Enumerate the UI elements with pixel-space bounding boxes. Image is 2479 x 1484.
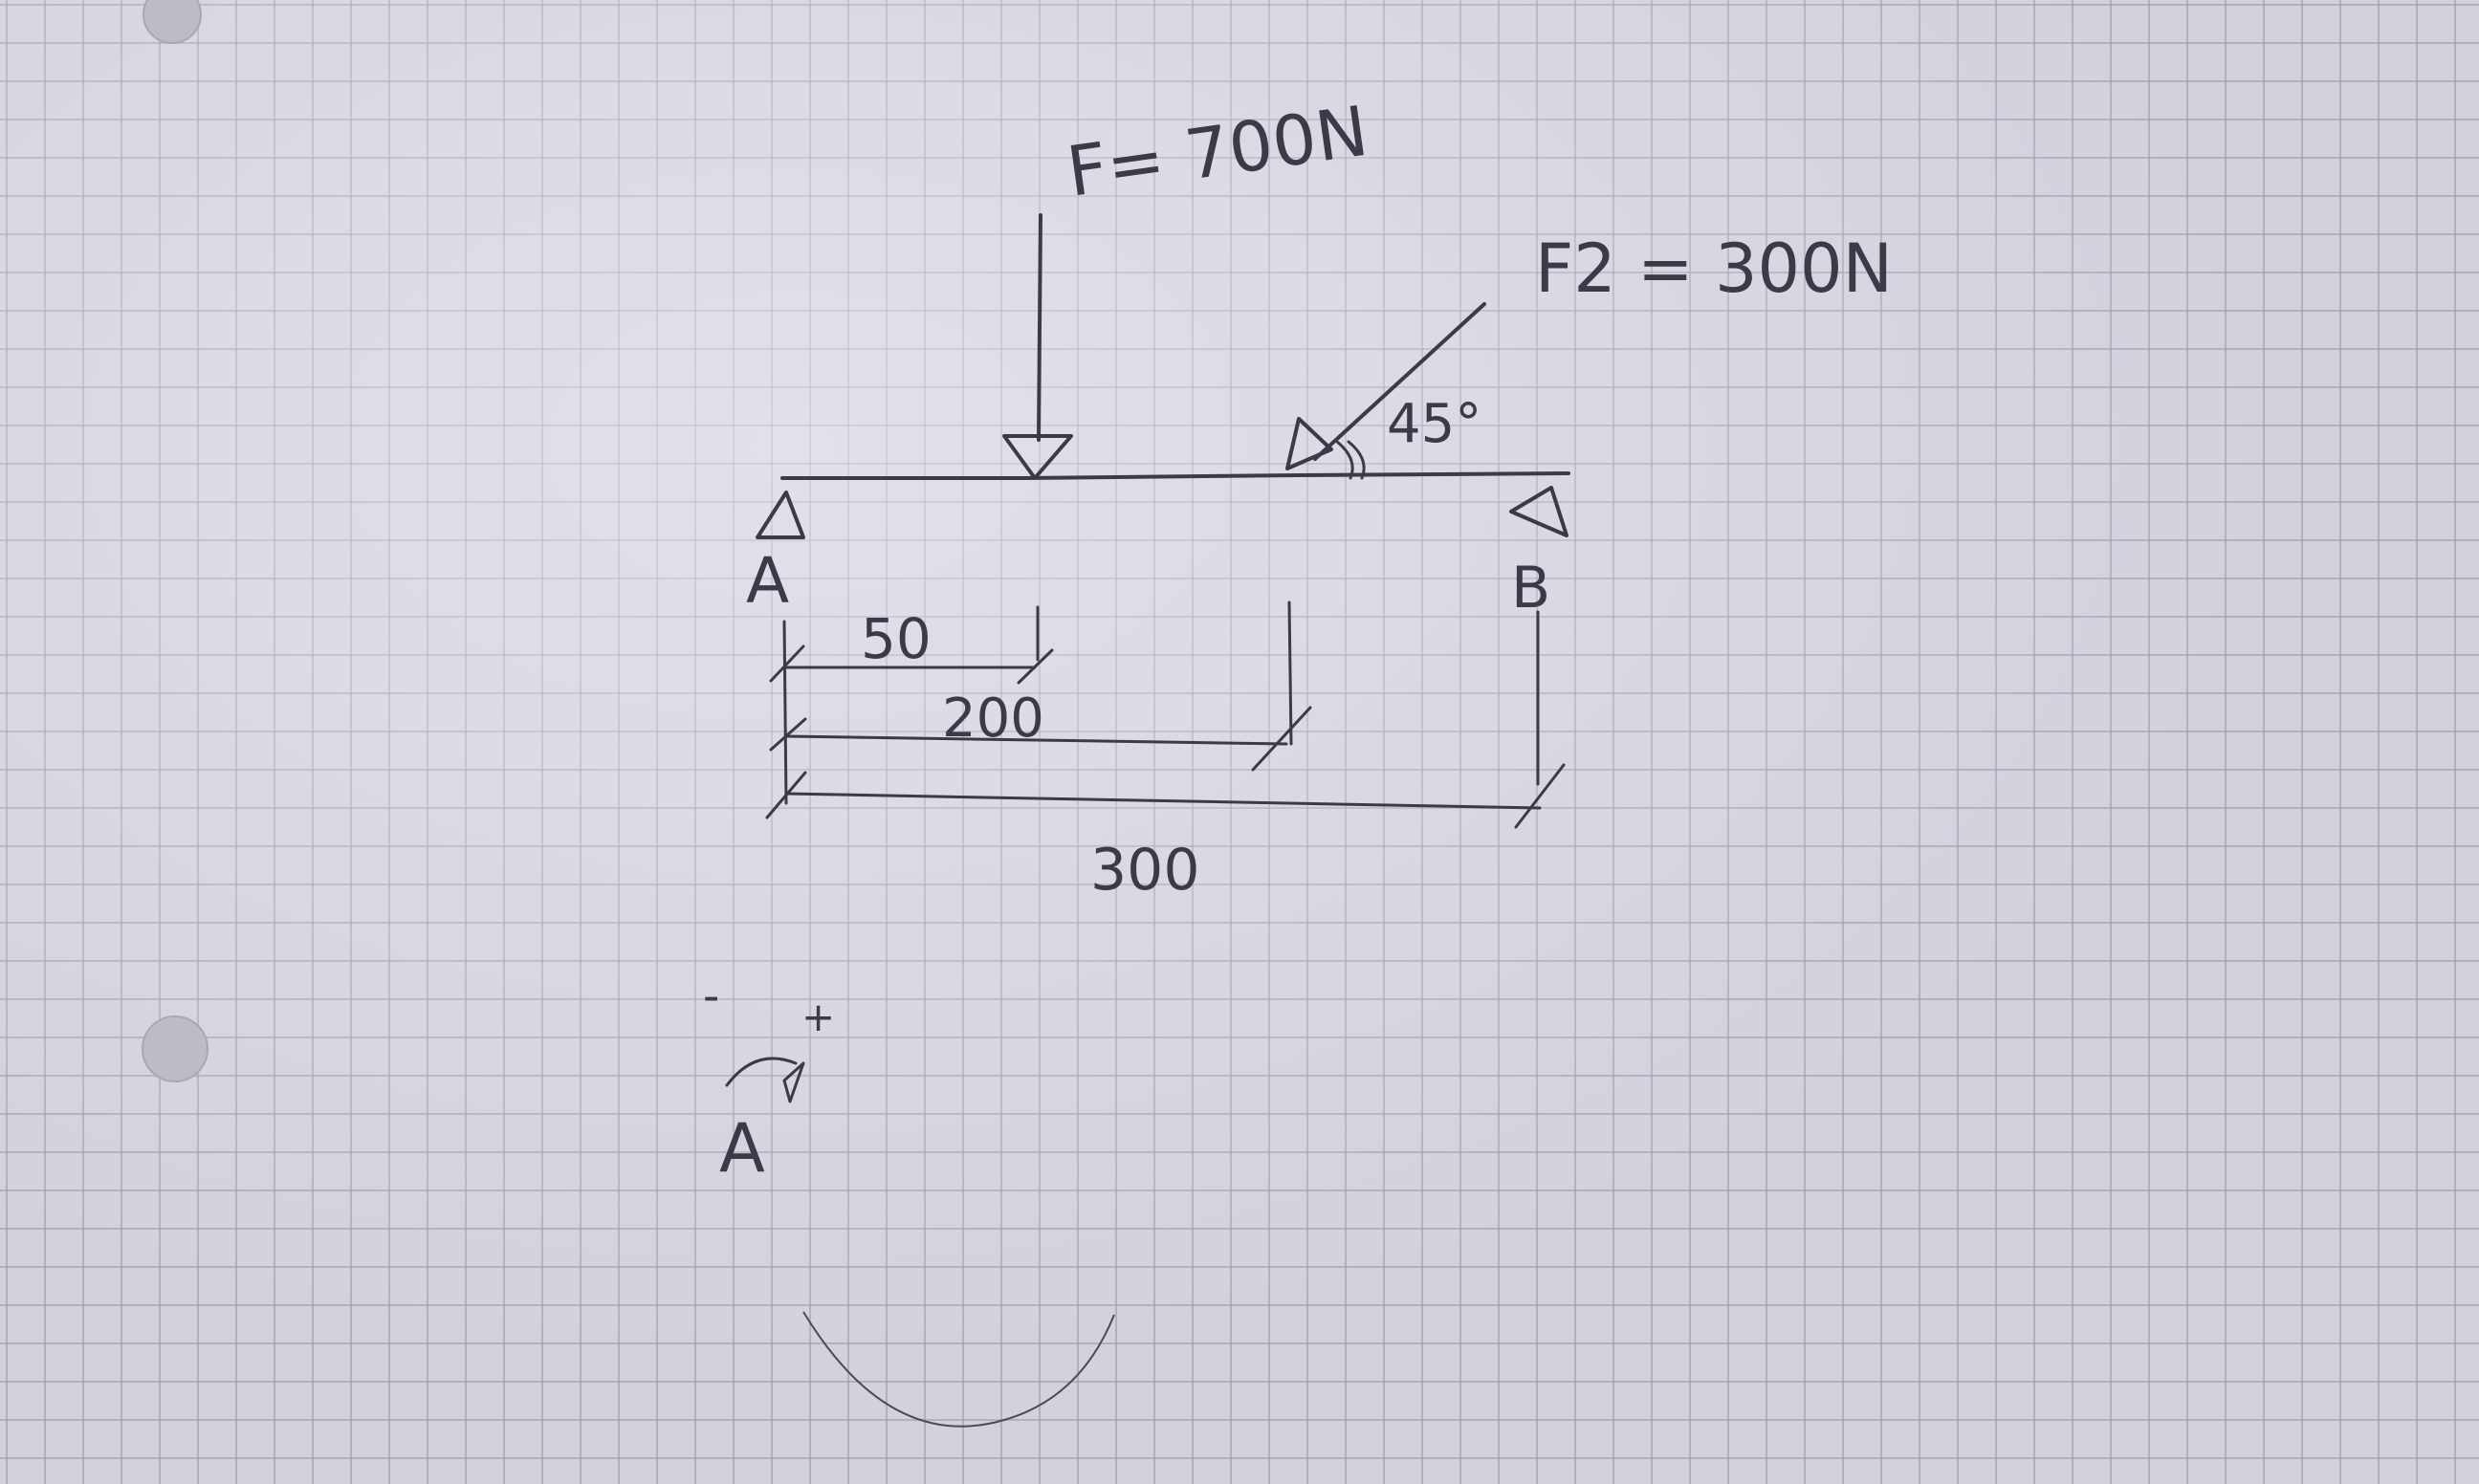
punch-hole-middle [142, 1015, 208, 1082]
force-f2-arrowhead [1285, 417, 1333, 470]
sign-plus: + [801, 993, 835, 1040]
sign-minus: - [703, 970, 719, 1023]
beam-line [780, 471, 1570, 480]
dim-extension-a [782, 620, 788, 805]
faint-pencil-arc [802, 1311, 1115, 1428]
moment-arrowhead [782, 1061, 805, 1103]
support-b-label: B [1511, 555, 1550, 622]
dim-label-50: 50 [861, 606, 932, 671]
force-f2-line [1313, 302, 1486, 461]
support-a-triangle [756, 491, 805, 539]
dim-ticks-200 [769, 706, 1312, 772]
punch-hole-top [143, 0, 202, 44]
dim-label-200: 200 [942, 687, 1044, 750]
f2-angle-arc [1335, 440, 1366, 480]
f2-angle-label: 45° [1387, 393, 1481, 455]
support-b-triangle [1509, 486, 1569, 537]
dim-extension-200 [1287, 600, 1293, 746]
force-f-line [1037, 213, 1042, 442]
dim-label-300: 300 [1090, 837, 1200, 904]
dim-ticks-300 [765, 763, 1566, 829]
dim-line-300 [784, 792, 1542, 810]
force-f2-label: F2 = 300N [1535, 229, 1893, 308]
force-f-arrowhead [1002, 434, 1073, 480]
dim-ticks-50 [769, 644, 1054, 685]
moment-point-label: A [719, 1109, 765, 1188]
support-a-label: A [746, 544, 789, 618]
force-f-label: F= 700N [1063, 91, 1373, 212]
moment-arc [725, 1057, 798, 1087]
dim-line-200 [784, 734, 1288, 746]
